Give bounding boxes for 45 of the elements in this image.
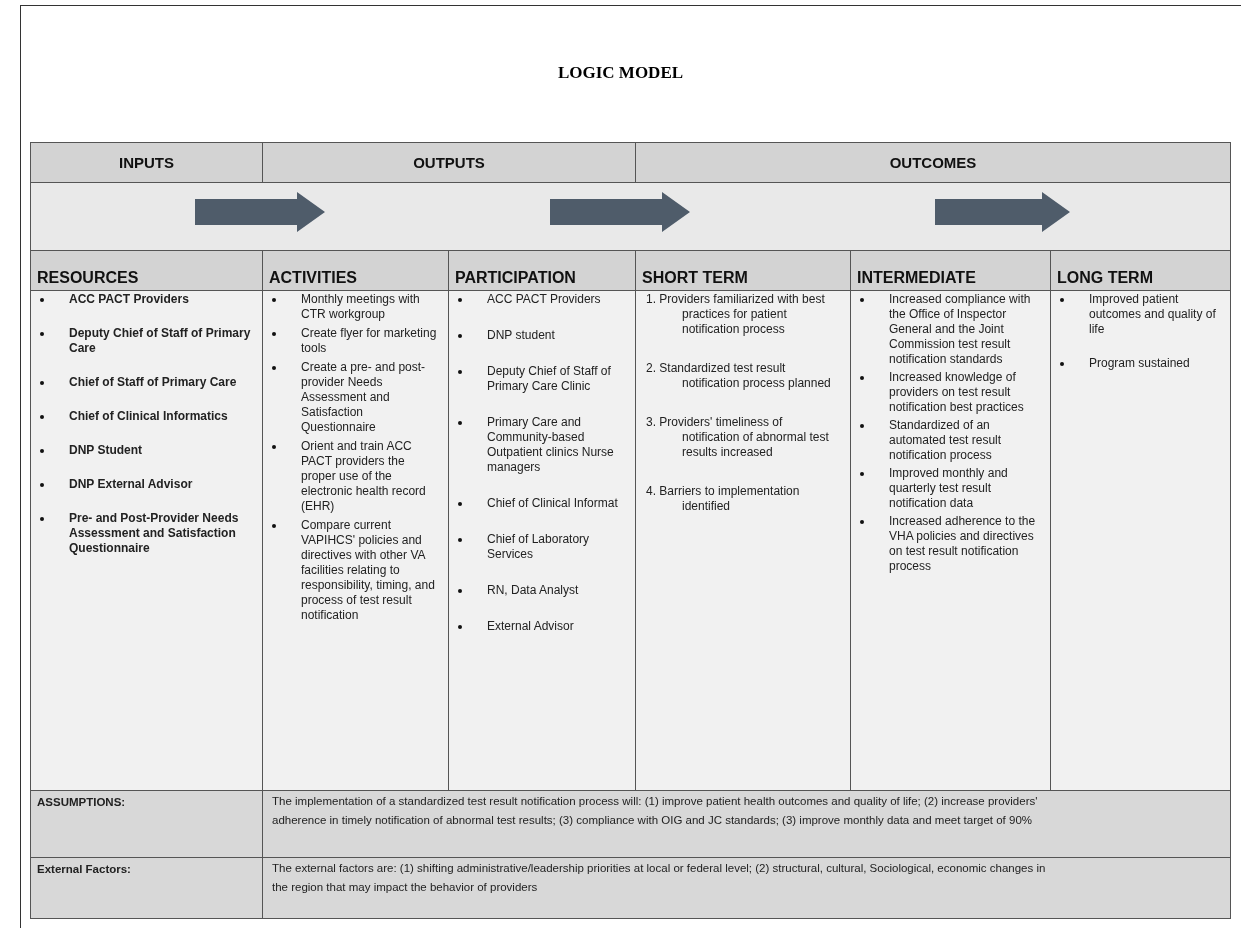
list-item: External Advisor — [453, 619, 625, 634]
list-item: Chief of Staff of Primary Care — [35, 375, 252, 390]
column-header: RESOURCES — [37, 269, 139, 287]
list-item: Primary Care and Community-based Outpatient clinics Nurse managers — [453, 415, 625, 475]
list-item: Create flyer for marketing tools — [267, 326, 438, 356]
column-header: ACTIVITIES — [269, 269, 357, 287]
list-item: Chief of Clinical Informat — [453, 496, 625, 511]
list-item: Standardized of an automated test result notification process — [855, 418, 1040, 463]
list-item: DNP External Advisor — [35, 477, 252, 492]
list-item: Orient and train ACC PACT providers the proper use of the electronic health record (EHR) — [267, 439, 438, 514]
list-item: Program sustained — [1055, 356, 1220, 371]
list-item: ACC PACT Providers — [35, 292, 252, 307]
list-item: DNP student — [453, 328, 625, 343]
list-item: Monthly meetings with CTR workgroup — [267, 292, 438, 322]
list-item: ACC PACT Providers — [453, 292, 625, 307]
list-item: Pre- and Post-Provider Needs Assessment and Satisfaction Questionnaire — [35, 511, 252, 556]
list-item: Improved monthly and quarterly test result notification data — [855, 466, 1040, 511]
column-header: INPUTS — [119, 154, 174, 171]
list-item: Deputy Chief of Staff of Primary Care Clinic — [453, 364, 625, 394]
title: LOGIC MODEL — [557, 63, 684, 82]
column-header: SHORT TERM — [642, 269, 748, 287]
column-header: INTERMEDIATE — [857, 269, 976, 287]
list-item: RN, Data Analyst — [453, 583, 625, 598]
list-item: Increased compliance with the Office of Inspector General and the Joint Commission test result notification standards — [855, 292, 1040, 367]
column-header: LONG TERM — [1057, 269, 1153, 287]
list-item: Deputy Chief of Staff of Primary Care — [35, 326, 252, 356]
list-item: Chief of Laboratory Services — [453, 532, 625, 562]
column-header: PARTICIPATION — [455, 269, 576, 287]
paragraph: The external factors are: (1) shifting administrative/leadership priorities at local or federal level; (2) structural, cultural, Sociological, economic changes in the region that may impact the behavior of providers — [272, 861, 1047, 895]
column-header: OUTPUTS — [413, 154, 485, 171]
list-item: Increased knowledge of providers on test result notification best practices — [855, 370, 1040, 415]
list-item: 2. Standardized test result notification process planned — [645, 361, 832, 391]
row-header: External Factors: — [37, 863, 131, 875]
list-item: 1. Providers familiarized with best practices for patient notification process — [645, 292, 826, 337]
list-item: Create a pre- and post-provider Needs Assessment and Satisfaction Questionnaire — [267, 360, 438, 435]
list-item: DNP Student — [35, 443, 252, 458]
column-header: OUTCOMES — [889, 154, 977, 171]
list-item: Compare current VAPIHCS' policies and directives with other VA facilities relating to responsibility, timing, and process of test result notification — [267, 518, 438, 623]
list-item: 4. Barriers to implementation identified — [645, 484, 801, 514]
list-item: Increased adherence to the VHA policies and directives on test result notification process — [855, 514, 1040, 574]
row-header: ASSUMPTIONS: — [37, 796, 126, 808]
paragraph: The implementation of a standardized test result notification process will: (1) improve patient health outcomes and quality of life; (2) increase providers' adherence in timely notification of abnormal test results; (3) compliance with OIG and JC standards; (3) improve monthly data and meet target of 90% — [272, 794, 1039, 828]
list-item: 3. Providers' timeliness of notification of abnormal test results increased — [645, 415, 830, 460]
list-item: Improved patient outcomes and quality of life — [1055, 292, 1220, 337]
list-item: Chief of Clinical Informatics — [35, 409, 252, 424]
